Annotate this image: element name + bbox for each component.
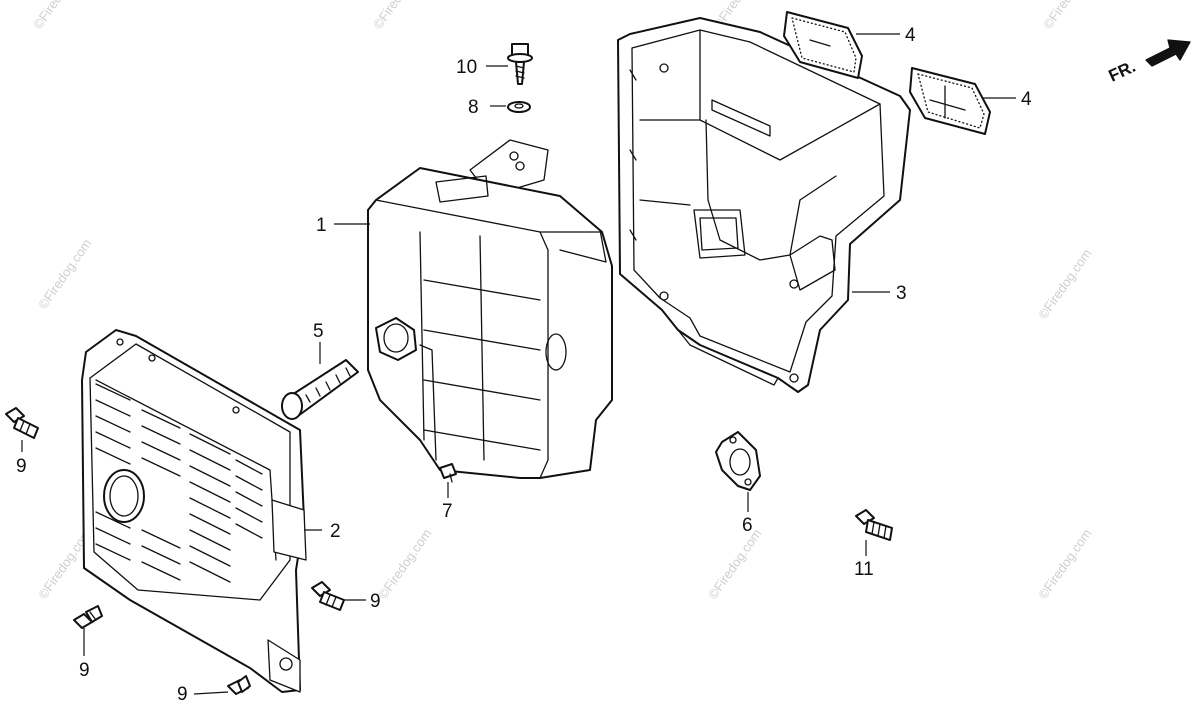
watermark-10: ©Firedog.com <box>375 526 434 602</box>
callout-9-lower-left: 9 <box>79 660 90 681</box>
flange-bolt-part-10[interactable] <box>507 43 533 85</box>
muffler-cover-part[interactable] <box>81 329 307 693</box>
callout-leader-lines <box>21 33 1016 695</box>
callout-1: 1 <box>316 215 327 236</box>
washer-part[interactable] <box>507 101 531 113</box>
callout-10: 10 <box>456 57 477 78</box>
protector-pad-part-upper[interactable] <box>783 11 863 79</box>
callout-8: 8 <box>468 97 479 118</box>
watermark-12: ©Firedog.com <box>1035 526 1094 602</box>
flange-bolt-part-9-center[interactable] <box>311 581 345 611</box>
cover-louvres <box>95 383 263 583</box>
watermark-1: ©Firedog.com <box>30 0 89 32</box>
flange-bolt-part-9-left[interactable] <box>5 407 39 439</box>
callout-7: 7 <box>442 501 453 522</box>
callout-5: 5 <box>313 321 324 342</box>
front-direction-label: FR. <box>1106 57 1139 86</box>
front-direction-arrow-icon <box>1145 39 1191 67</box>
callout-9-bottom: 9 <box>177 684 188 705</box>
muffler-part[interactable] <box>367 139 613 479</box>
callout-labels: 1 2 3 4 4 5 6 7 8 9 9 9 9 10 11 <box>16 25 1032 705</box>
spark-arrester-part[interactable] <box>281 359 359 420</box>
muffler-protector-part[interactable] <box>617 17 911 393</box>
protector-pad-part-lower[interactable] <box>909 67 991 135</box>
callout-3: 3 <box>896 283 907 304</box>
watermark-8: ©Firedog.com <box>1035 246 1094 322</box>
watermark-2: ©Firedog.com <box>370 0 429 32</box>
callout-9-left: 9 <box>16 456 27 477</box>
watermark-4: ©Firedog.com <box>1040 0 1099 32</box>
front-direction-indicator: FR. <box>1106 39 1191 86</box>
watermark-5: ©Firedog.com <box>35 236 94 312</box>
callout-11: 11 <box>854 559 874 580</box>
callout-4-upper: 4 <box>905 25 916 46</box>
callout-2: 2 <box>330 521 341 542</box>
callout-4-lower: 4 <box>1021 89 1032 110</box>
muffler-gasket-part[interactable] <box>715 431 761 491</box>
flange-bolt-part-9-lower-left[interactable] <box>73 605 103 629</box>
callout-6: 6 <box>742 515 753 536</box>
flange-bolt-part-9-bottom[interactable] <box>227 675 251 695</box>
flange-bolt-part-11[interactable] <box>855 509 893 541</box>
watermark-11: ©Firedog.com <box>705 526 764 602</box>
screw-part-7[interactable] <box>439 463 457 483</box>
callout-9-center: 9 <box>370 591 381 612</box>
